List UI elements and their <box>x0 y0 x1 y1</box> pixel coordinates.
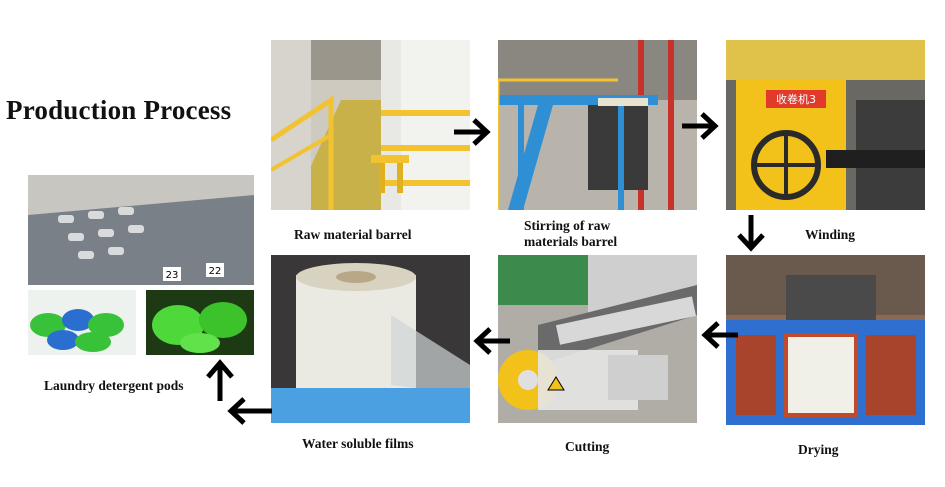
photo-cutting <box>498 255 697 423</box>
arrow-left-icon <box>226 396 274 426</box>
caption-stirring-line1: Stirring of raw <box>524 218 611 233</box>
photo-laundry-detergent-pods: 23 22 <box>28 175 254 355</box>
caption-water-soluble-films: Water soluble films <box>302 436 414 451</box>
caption-raw-material-barrel: Raw material barrel <box>294 227 412 242</box>
arrow-right-icon <box>680 111 720 141</box>
photo-drying <box>726 255 925 425</box>
photo-stirring <box>498 40 697 210</box>
photo-winding: 收卷机3 <box>726 40 925 210</box>
caption-stirring-line2: materials barrel <box>524 234 618 249</box>
photo-raw-material-barrel <box>271 40 470 210</box>
caption-drying: Drying <box>798 442 839 457</box>
tray-number-22: 22 <box>209 266 222 277</box>
arrow-up-icon <box>205 357 235 403</box>
caption-winding: Winding <box>805 227 856 242</box>
arrow-right-icon <box>452 117 492 147</box>
page-title: Production Process <box>6 95 232 125</box>
winder-sign-text: 收卷机3 <box>776 92 816 106</box>
caption-laundry-detergent-pods: Laundry detergent pods <box>44 378 184 393</box>
arrow-left-icon <box>700 320 740 350</box>
arrow-left-icon <box>472 326 512 356</box>
caption-cutting: Cutting <box>565 439 610 454</box>
arrow-down-icon <box>736 213 766 253</box>
photo-water-soluble-films <box>271 255 470 423</box>
tray-number-23: 23 <box>166 270 179 281</box>
